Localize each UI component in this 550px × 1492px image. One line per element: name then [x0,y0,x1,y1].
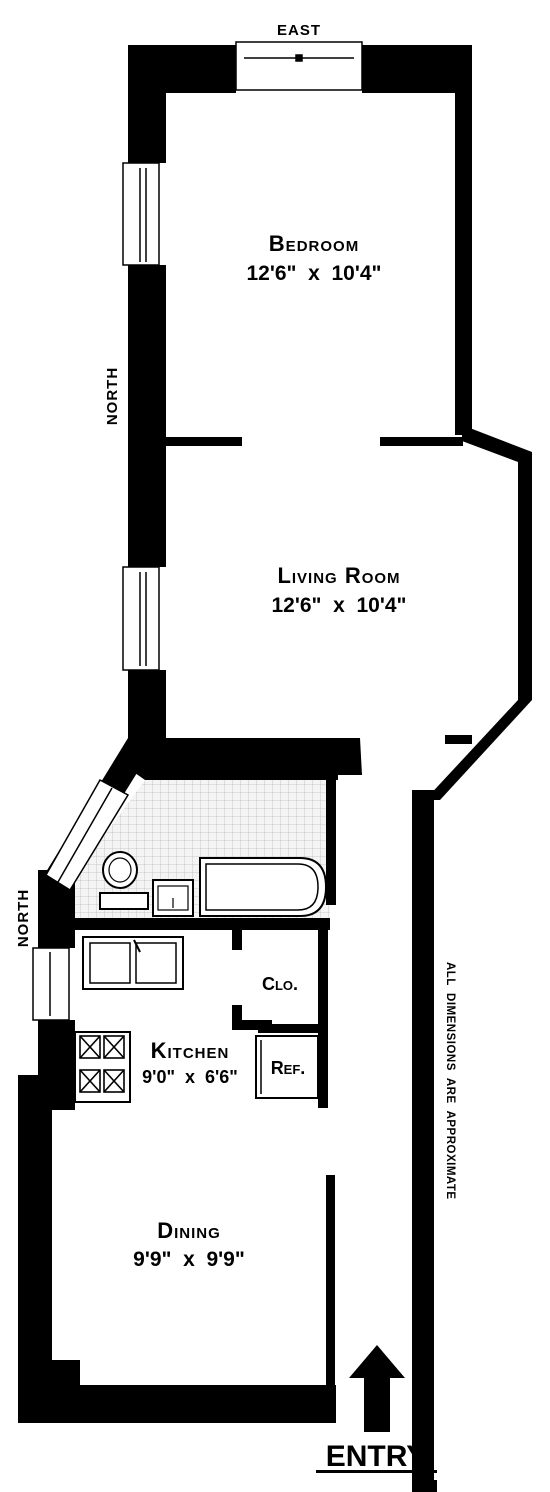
kitchen-label: Kitchen [151,1038,230,1063]
kitchen-sink [82,936,184,990]
kitchen-dimensions: 9'0" x 6'6" [142,1067,238,1087]
stove [74,1031,131,1103]
windows [32,41,363,1021]
compass-north-lower: NORTH [15,889,32,947]
refrigerator-label: Ref. [271,1058,306,1078]
entry-arrow [349,1345,405,1432]
toilet [99,892,149,910]
window-east [235,41,363,91]
approximate-note: ALL DIMENSIONS ARE APPROXIMATE [444,962,456,1200]
living-room-label: Living Room [277,563,400,588]
fixtures [74,851,328,1103]
window-north-bath [44,778,130,892]
bedroom-dimensions: 12'6" x 10'4" [247,262,382,285]
bedroom-label: Bedroom [269,231,359,256]
closet-label: Clo. [262,974,298,994]
window-north-kitchen [32,947,70,1021]
compass-north-upper: NORTH [104,367,121,425]
window-north-living [122,566,160,671]
dining-label: Dining [157,1218,221,1243]
window-north-bedroom [122,162,160,266]
compass-east: EAST [277,22,321,39]
walls [18,45,532,1492]
living-room-dimensions: 12'6" x 10'4" [272,594,407,617]
dining-dimensions: 9'9" x 9'9" [133,1248,245,1271]
refrigerator [255,1035,319,1099]
entry-label: ENTRY [326,1440,427,1473]
entry-underline [316,1470,437,1473]
bathtub [199,857,328,917]
